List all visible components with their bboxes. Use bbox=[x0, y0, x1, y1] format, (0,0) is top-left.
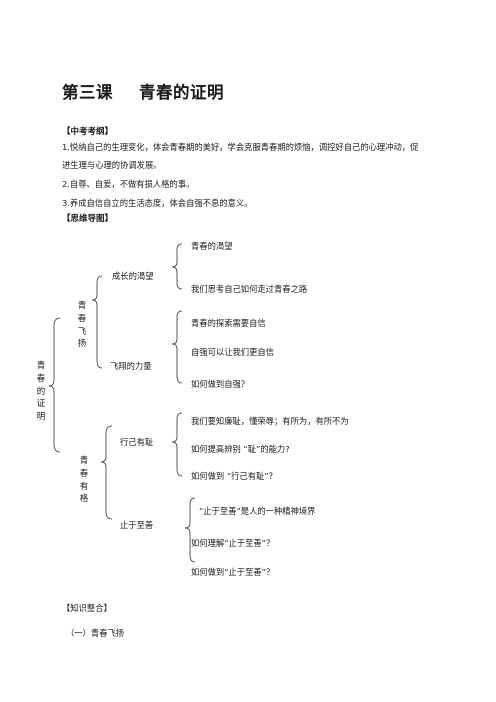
leaf-item: 我们思考自己如何走过青春之路 bbox=[191, 284, 308, 294]
branch-2-bracket bbox=[100, 425, 113, 520]
leaf-item: 如何理解“止于至善”？ bbox=[191, 538, 275, 548]
page-title: 第三课 青春的证明 bbox=[62, 79, 224, 103]
root-bracket bbox=[48, 317, 61, 453]
child-label: 成长的渴望 bbox=[112, 271, 154, 281]
leaf-item: 如何做到 “行己有耻”？ bbox=[191, 471, 277, 481]
integration-heading: 【知识整合】 bbox=[62, 603, 112, 613]
syllabus-heading: 【中考考纲】 bbox=[62, 127, 114, 137]
leaf-item: “止于至善”是人的一种精神境界 bbox=[199, 506, 316, 516]
child-label: 行己有耻 bbox=[120, 437, 154, 447]
syllabus-item-3: 3.养成自信自立的生活态度，体会自强不息的意义。 bbox=[62, 198, 253, 208]
child-3-bracket bbox=[171, 412, 183, 477]
lesson-number: 第三课 bbox=[62, 83, 113, 102]
leaf-item: 我们要知廉耻，懂荣辱；有所为，有所不为 bbox=[191, 416, 349, 426]
child-2-bracket bbox=[171, 310, 183, 384]
leaf-item: 青春的渴望 bbox=[191, 241, 233, 251]
mindmap-heading: 【思维导图】 bbox=[62, 214, 114, 224]
branch-label: 青春飞扬 bbox=[77, 301, 87, 350]
mindmap-root: 青春的证明 bbox=[36, 361, 46, 423]
branch-label: 青春有格 bbox=[79, 456, 89, 505]
lesson-name: 青春的证明 bbox=[139, 83, 224, 102]
syllabus-item-1: 1.悦纳自己的生理变化，体会青春期的美好，学会克服青春期的烦恼，调控好自己的心理… bbox=[62, 142, 419, 152]
child-1-bracket bbox=[171, 243, 183, 290]
child-label: 飞翔的力量 bbox=[110, 361, 152, 371]
leaf-item: 如何做到自强？ bbox=[191, 379, 250, 389]
leaf-item: 青春的探索需要自信 bbox=[191, 318, 266, 328]
leaf-item: 自强可以让我们更自信 bbox=[191, 347, 274, 357]
child-label: 止于至善 bbox=[120, 520, 154, 530]
syllabus-item-2: 2.自尊、自爱，不做有损人格的事。 bbox=[62, 179, 195, 189]
branch-1-bracket bbox=[91, 275, 103, 369]
child-4-bracket bbox=[184, 497, 196, 563]
syllabus-item-1-cont: 进生理与心理的协调发展。 bbox=[62, 160, 162, 170]
integration-subheading: （一）青春飞扬 bbox=[66, 628, 125, 638]
leaf-item: 如何提高辨别 “耻”的能力? bbox=[191, 444, 290, 454]
leaf-item: 如何做到“止于至善”？ bbox=[191, 567, 275, 577]
